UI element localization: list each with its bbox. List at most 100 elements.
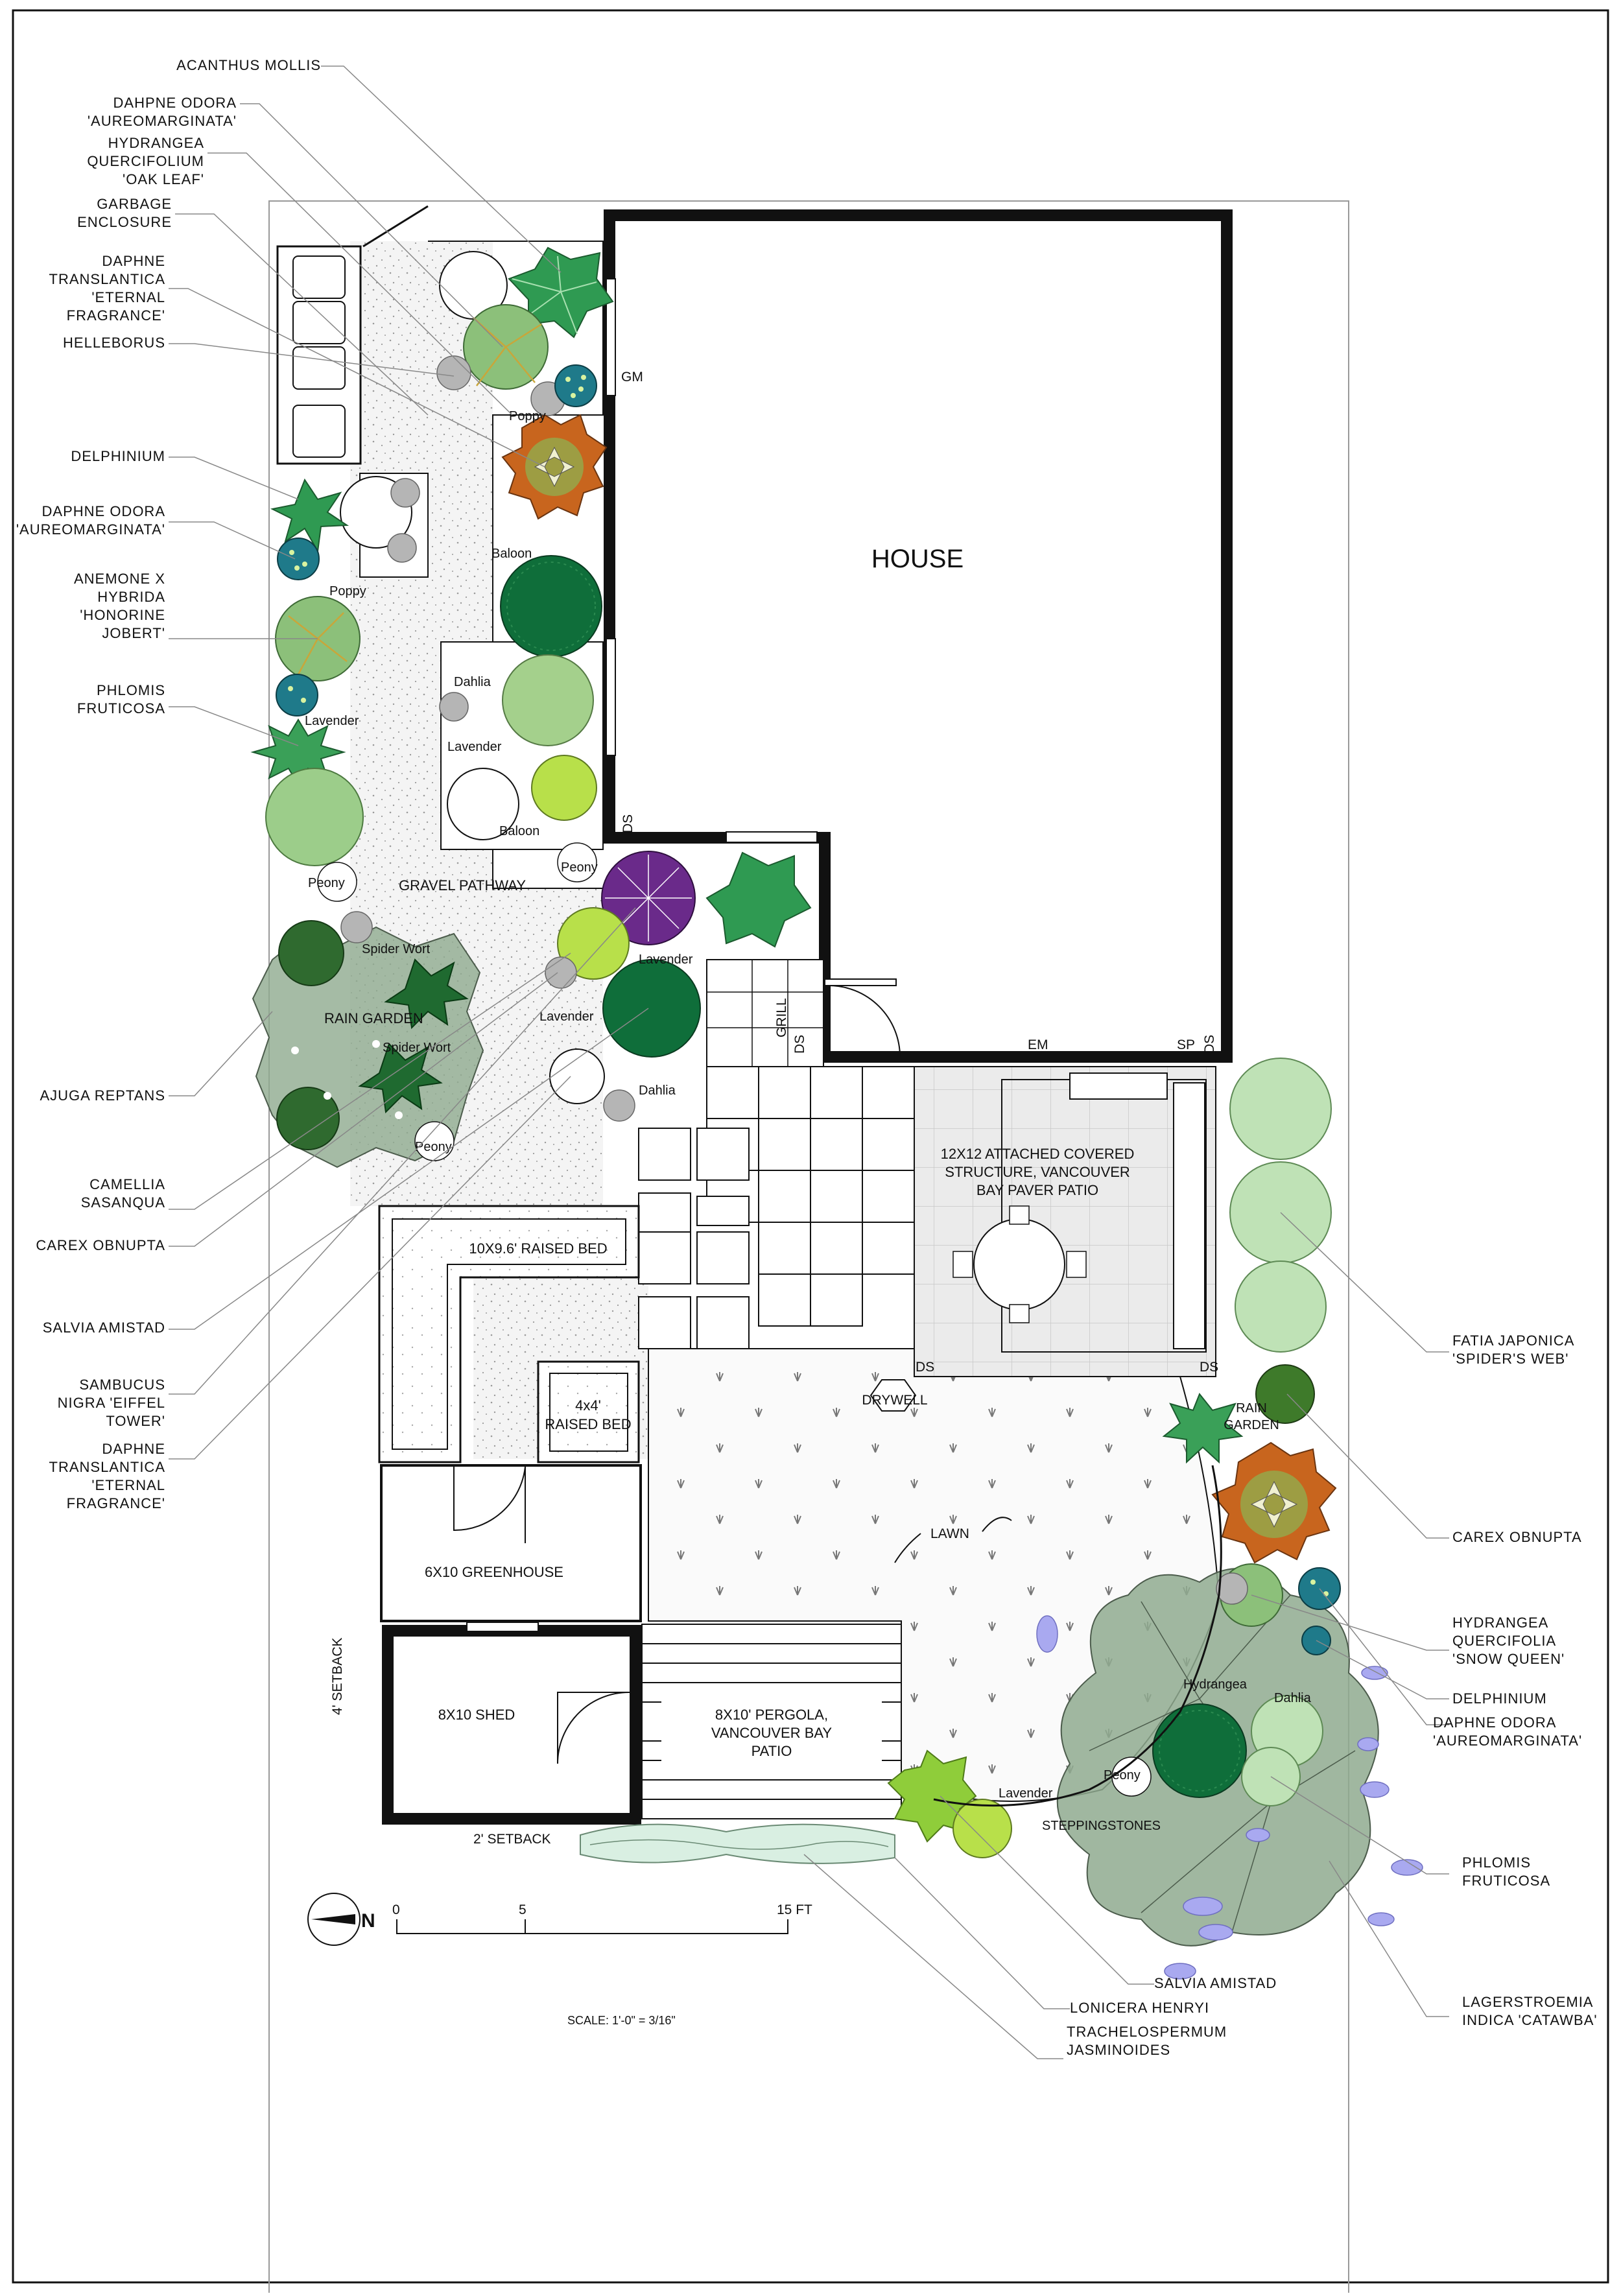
daphne-odora-left (277, 538, 320, 580)
label-phlomis-left-a: PHLOMIS (97, 682, 165, 698)
label-daphne-odora-1b: 'AUREOMARGINATA' (88, 113, 237, 129)
scale-tick-15: 15 FT (777, 1902, 812, 1917)
delphinium-left (270, 478, 349, 554)
label-camellia-a: CAMELLIA (89, 1176, 165, 1192)
label-daphne-t2-b: TRANSLANTICA (49, 1459, 165, 1475)
house: HOUSE GM EM SP DS DS (604, 209, 1233, 1063)
label-delphinium-left: DELPHINIUM (71, 448, 165, 464)
stepping-pavers (638, 1128, 750, 1349)
baloon-tree (500, 555, 602, 657)
tag-peony-4: Peony (1104, 1768, 1141, 1782)
property-line (268, 200, 1349, 2296)
label-daphne-t1-a: DAPHNE (102, 253, 165, 269)
label-acanthus: ACANTHUS MOLLIS (176, 57, 321, 73)
helleborus-4 (387, 533, 417, 563)
label-daphne-t1-c: 'ETERNAL (91, 289, 165, 305)
greenhouse-label: 6X10 GREENHOUSE (425, 1564, 563, 1580)
label-hydrangea-sq-c: 'SNOW QUEEN' (1452, 1651, 1565, 1667)
label-anemone-d: JOBERT' (102, 625, 165, 641)
helleborus-bottom (603, 1089, 635, 1122)
daphne-translantica-right (1211, 1441, 1337, 1564)
label-salvia-bottom: SALVIA AMISTAD (1154, 1975, 1277, 1991)
label-daphne-t2-d: FRAGRANCE' (67, 1495, 165, 1511)
label-hydrangea-sq-b: QUERCIFOLIA (1452, 1633, 1556, 1649)
label-helleborus: HELLEBORUS (63, 335, 165, 351)
fatsia-house (705, 851, 812, 948)
tag-baloon-2: Baloon (499, 824, 539, 838)
salvia-mid (602, 959, 701, 1058)
ds-label-house-right: DS (1202, 1035, 1217, 1054)
daphne-odora-top (554, 364, 597, 407)
label-hydrangea-sq-a: HYDRANGEA (1452, 1615, 1548, 1631)
tag-lavender-1: Lavender (305, 714, 359, 728)
label-garbage-a: GARBAGE (97, 196, 172, 212)
tag-poppy-1: Poppy (509, 409, 546, 423)
north-label: N (361, 1910, 375, 1932)
label-trachelospermum-a: TRACHELOSPERMUM (1067, 2024, 1227, 2040)
label-garbage-b: ENCLOSURE (77, 214, 172, 230)
grill-label: GRILL (774, 998, 789, 1037)
raised-bed-large-label: 10X9.6' RAISED BED (469, 1240, 607, 1257)
label-daphne-t1-b: TRANSLANTICA (49, 271, 165, 287)
ds-label-cs-right: DS (1200, 1360, 1218, 1375)
tag-baloon-1: Baloon (491, 547, 532, 561)
covered-structure-line1: 12X12 ATTACHED COVERED (941, 1146, 1135, 1162)
fatia-japonica-1 (1229, 1058, 1332, 1160)
tag-peony-1: Peony (561, 860, 598, 875)
stepping-vine (933, 1465, 1222, 1807)
rain-garden-right: RAIN GARDEN (1162, 1393, 1279, 1464)
label-carex-left: CAREX OBNUPTA (36, 1237, 165, 1253)
ds-label-house-left: DS (621, 814, 635, 833)
pergola-line1: 8X10' PERGOLA, (715, 1707, 828, 1723)
label-carex-right: CAREX OBNUPTA (1452, 1529, 1582, 1545)
plant-tags: Poppy Poppy Baloon Dahlia Lavender Laven… (305, 409, 1312, 1833)
ds-label-grill: DS (792, 1035, 807, 1054)
label-anemone-c: 'HONORINE (80, 607, 165, 623)
label-daphne-odora-3b: 'AUREOMARGINATA' (1433, 1733, 1582, 1749)
ds-label-cs-left: DS (916, 1360, 934, 1375)
label-lagerstroemia-b: INDICA 'CATAWBA' (1462, 2012, 1598, 2028)
label-sambucus-a: SAMBUCUS (79, 1377, 165, 1393)
label-anemone-a: ANEMONE X (74, 571, 165, 587)
peony-center-top (557, 842, 597, 882)
covered-structure-line3: BAY PAVER PATIO (976, 1182, 1098, 1198)
sambucus-eiffel-tower (601, 851, 696, 945)
hydrangea-tree (1152, 1703, 1247, 1798)
helleborus-mid (545, 956, 577, 989)
label-daphne-t2-c: 'ETERNAL (91, 1477, 165, 1493)
label-camellia-b: SASANQUA (81, 1194, 165, 1211)
tag-lavender-5: Lavender (999, 1786, 1053, 1801)
label-fatia-b: 'SPIDER'S WEB' (1452, 1351, 1568, 1367)
side-setback-label: 4' SETBACK (330, 1637, 345, 1715)
daphne-translantica-top (501, 414, 608, 520)
shed: 8X10 SHED (382, 1622, 641, 1825)
grill-area: GRILL DS (706, 959, 824, 1067)
tag-dahlia-3: Dahlia (1274, 1691, 1312, 1705)
label-trachelospermum-b: JASMINOIDES (1067, 2042, 1170, 2058)
helleborus-3 (390, 478, 420, 508)
label-fatia-a: FATIA JAPONICA (1452, 1332, 1574, 1349)
daphne-odora-left-2 (276, 674, 318, 716)
greenhouse: 6X10 GREENHOUSE (380, 1464, 642, 1622)
raised-bed-large: 10X9.6' RAISED BED (378, 1205, 640, 1463)
tag-dahlia-1: Dahlia (454, 675, 491, 689)
label-hydrangea-q-c: 'OAK LEAF' (123, 171, 204, 187)
helleborus-5 (439, 692, 469, 722)
raised-bed-small: 4x4' RAISED BED (537, 1360, 640, 1463)
raised-bed-small-line2: RAISED BED (545, 1416, 631, 1432)
label-daphne-t2-a: DAPHNE (102, 1441, 165, 1457)
lavender-blobs (1036, 1615, 1423, 1980)
drywell: DRYWELL (862, 1379, 928, 1412)
label-phlomis-right-b: FRUTICOSA (1462, 1873, 1550, 1889)
labels-left: ACANTHUS MOLLIS DAHPNE ODORA 'AUREOMARGI… (16, 57, 321, 1511)
scale-tick-0: 0 (392, 1902, 400, 1917)
label-sambucus-c: TOWER' (106, 1413, 165, 1429)
shrub-lime-small (531, 755, 597, 821)
tag-spider-wort-1: Spider Wort (362, 942, 431, 956)
peony-left-top (317, 862, 357, 902)
label-daphne-odora-3a: DAPHNE ODORA (1433, 1714, 1556, 1731)
drywell-label: DRYWELL (862, 1393, 927, 1408)
label-lonicera: LONICERA HENRYI (1070, 2000, 1209, 2016)
gm-label: GM (621, 370, 643, 385)
scale-note: SCALE: 1'-0" = 3/16" (567, 2014, 676, 2027)
